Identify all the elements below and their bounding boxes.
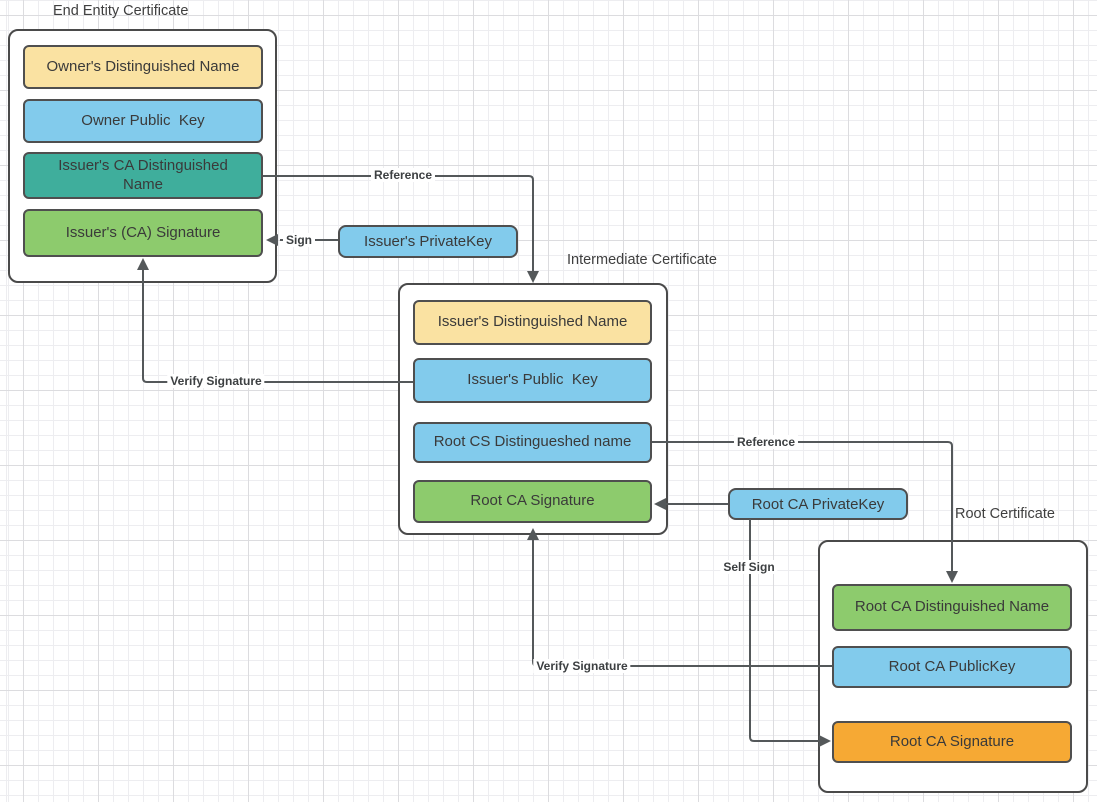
root-certificate-label: Root Certificate [955,506,1055,522]
connector-self-sign-line [749,519,819,742]
connector-verify-signature-2-line [532,540,832,667]
field-owner-public-key: Owner Public Key [23,99,263,143]
field-root-ca-publickey: Root CA PublicKey [832,646,1072,688]
connector-verify-signature-1-line [142,270,413,383]
field-issuers-distinguished-name: Issuer's Distinguished Name [413,300,652,345]
edge-label-self-sign: Self Sign [720,560,778,574]
field-root-ca-signature-root: Root CA Signature [832,721,1072,763]
edge-label-verify-signature-2: Verify Signature [533,659,631,673]
end-entity-certificate-label: End Entity Certificate [53,3,189,19]
field-root-ca-signature-intermediate: Root CA Signature [413,480,652,523]
field-owners-distinguished-name: Owner's Distinguished Name [23,45,263,89]
field-issuers-ca-distinguished-name: Issuer's CA Distinguished Name [23,152,263,199]
edge-label-reference-1: Reference [370,168,436,182]
field-root-ca-distinguished-name: Root CA Distinguished Name [832,584,1072,631]
node-issuers-privatekey: Issuer's PrivateKey [338,225,518,258]
node-root-ca-privatekey: Root CA PrivateKey [728,488,908,520]
arrowhead-reference-1 [527,271,539,283]
field-root-cs-distingueshed-name: Root CS Distingueshed name [413,422,652,463]
field-issuers-ca-signature: Issuer's (CA) Signature [23,209,263,257]
edge-label-sign: Sign [283,233,315,247]
field-issuers-public-key: Issuer's Public Key [413,358,652,403]
intermediate-certificate-label: Intermediate Certificate [567,252,717,268]
edge-label-verify-signature-1: Verify Signature [167,374,265,388]
edge-label-reference-2: Reference [733,435,799,449]
